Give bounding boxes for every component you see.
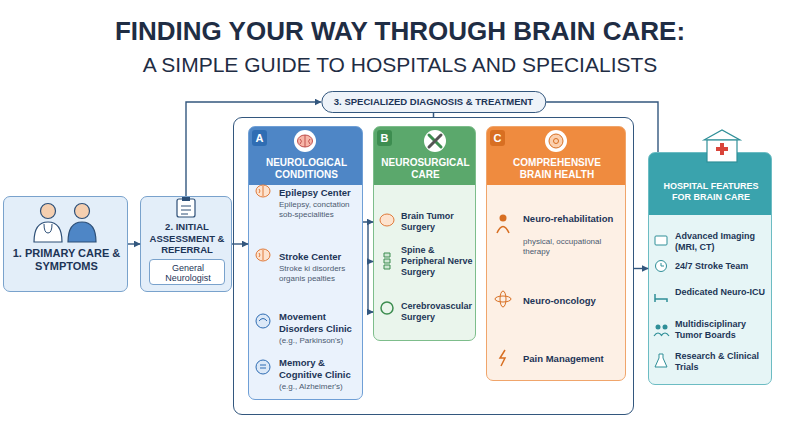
specialist-label: General Neurologist [152,263,224,283]
flow-connector [634,268,648,269]
service-name: Movement Disorders Clinic [279,311,361,334]
category-panel: A NEUROLOGICAL CONDITIONS Epilepsy CenterE… [248,126,363,400]
category-letter: A [252,130,267,146]
feature-panel: HOSPITAL FEATURES FOR BRAIN CARE Advanced… [648,152,772,385]
category-letter: C [490,130,505,146]
service-name: Cerebrovascular Surgery [401,301,475,323]
flow-connector [128,244,140,245]
service-note: Stroke ki disorders organis pealties [279,264,361,284]
service-name: Brain Tumor Surgery [401,211,475,233]
category-panel: C COMPREHENSIVE BRAIN HEALTH Neuro-rehabil… [486,126,626,381]
service-note: Epilepsy, conctation sob-specialities [279,200,361,220]
category-heading: COMPREHENSIVE BRAIN HEALTH [501,157,613,181]
feature-item: Dedicated Neuro-ICU [675,287,767,298]
service-name: Neuro-oncology [523,295,621,307]
connector-line [634,268,648,269]
category-heading: NEUROSURGICAL CARE [378,157,473,181]
stage-heading: 3. SPECIALIZED DIAGNOSIS & TREATMENT [321,91,546,113]
service-name: Memory & Cognitive Clinic [279,357,361,380]
hospital-cross [716,147,728,151]
service-name: Neuro-rehabilitation [523,213,621,225]
process-box: 2. INITIAL ASSESSMENT & REFERRAL General … [140,196,232,292]
feature-item: Advanced Imaging (MRI, CT) [675,231,767,253]
service-note: physical, occupational therapy [523,237,621,257]
connector-line [128,243,140,244]
process-box: 1. PRIMARY CARE & SYMPTOMS [3,196,128,292]
category-panel: B NEUROSURGICAL CARE Brain Tumor SurgerySp… [373,126,476,341]
category-letter: B [377,130,392,146]
diagram-title: FINDING YOUR WAY THROUGH BRAIN CARE: [0,16,800,46]
service-note: (e.g., Alzheimer's) [279,382,361,392]
panel-heading: HOSPITAL FEATURES FOR BRAIN CARE [655,181,767,203]
feature-item: 24/7 Stroke Team [675,261,767,272]
feature-item: Research & Clinical Trials [675,351,767,373]
hospital-roof [704,130,740,140]
service-name: Pain Management [523,353,621,365]
specialist-box: General Neurologist [149,259,225,285]
step-label: 1. PRIMARY CARE & SYMPTOMS [10,247,123,273]
feature-item: Multidisciplinary Tumor Boards [675,319,767,341]
service-note: (e.g., Parkinson's) [279,336,361,346]
step-label: 2. INITIAL ASSESSMENT & REFERRAL [145,221,229,256]
service-name: Epilepsy Center [279,187,361,199]
category-heading: NEUROLOGICAL CONDITIONS [253,157,360,181]
service-name: Stroke Center [279,251,361,263]
stage-frame: 3. SPECIALIZED DIAGNOSIS & TREATMENTANEU… [233,117,634,415]
diagram-subtitle: A SIMPLE GUIDE TO HOSPITALS AND SPECIALI… [0,53,800,77]
service-name: Spine & Peripheral Nerve Surgery [401,245,475,278]
